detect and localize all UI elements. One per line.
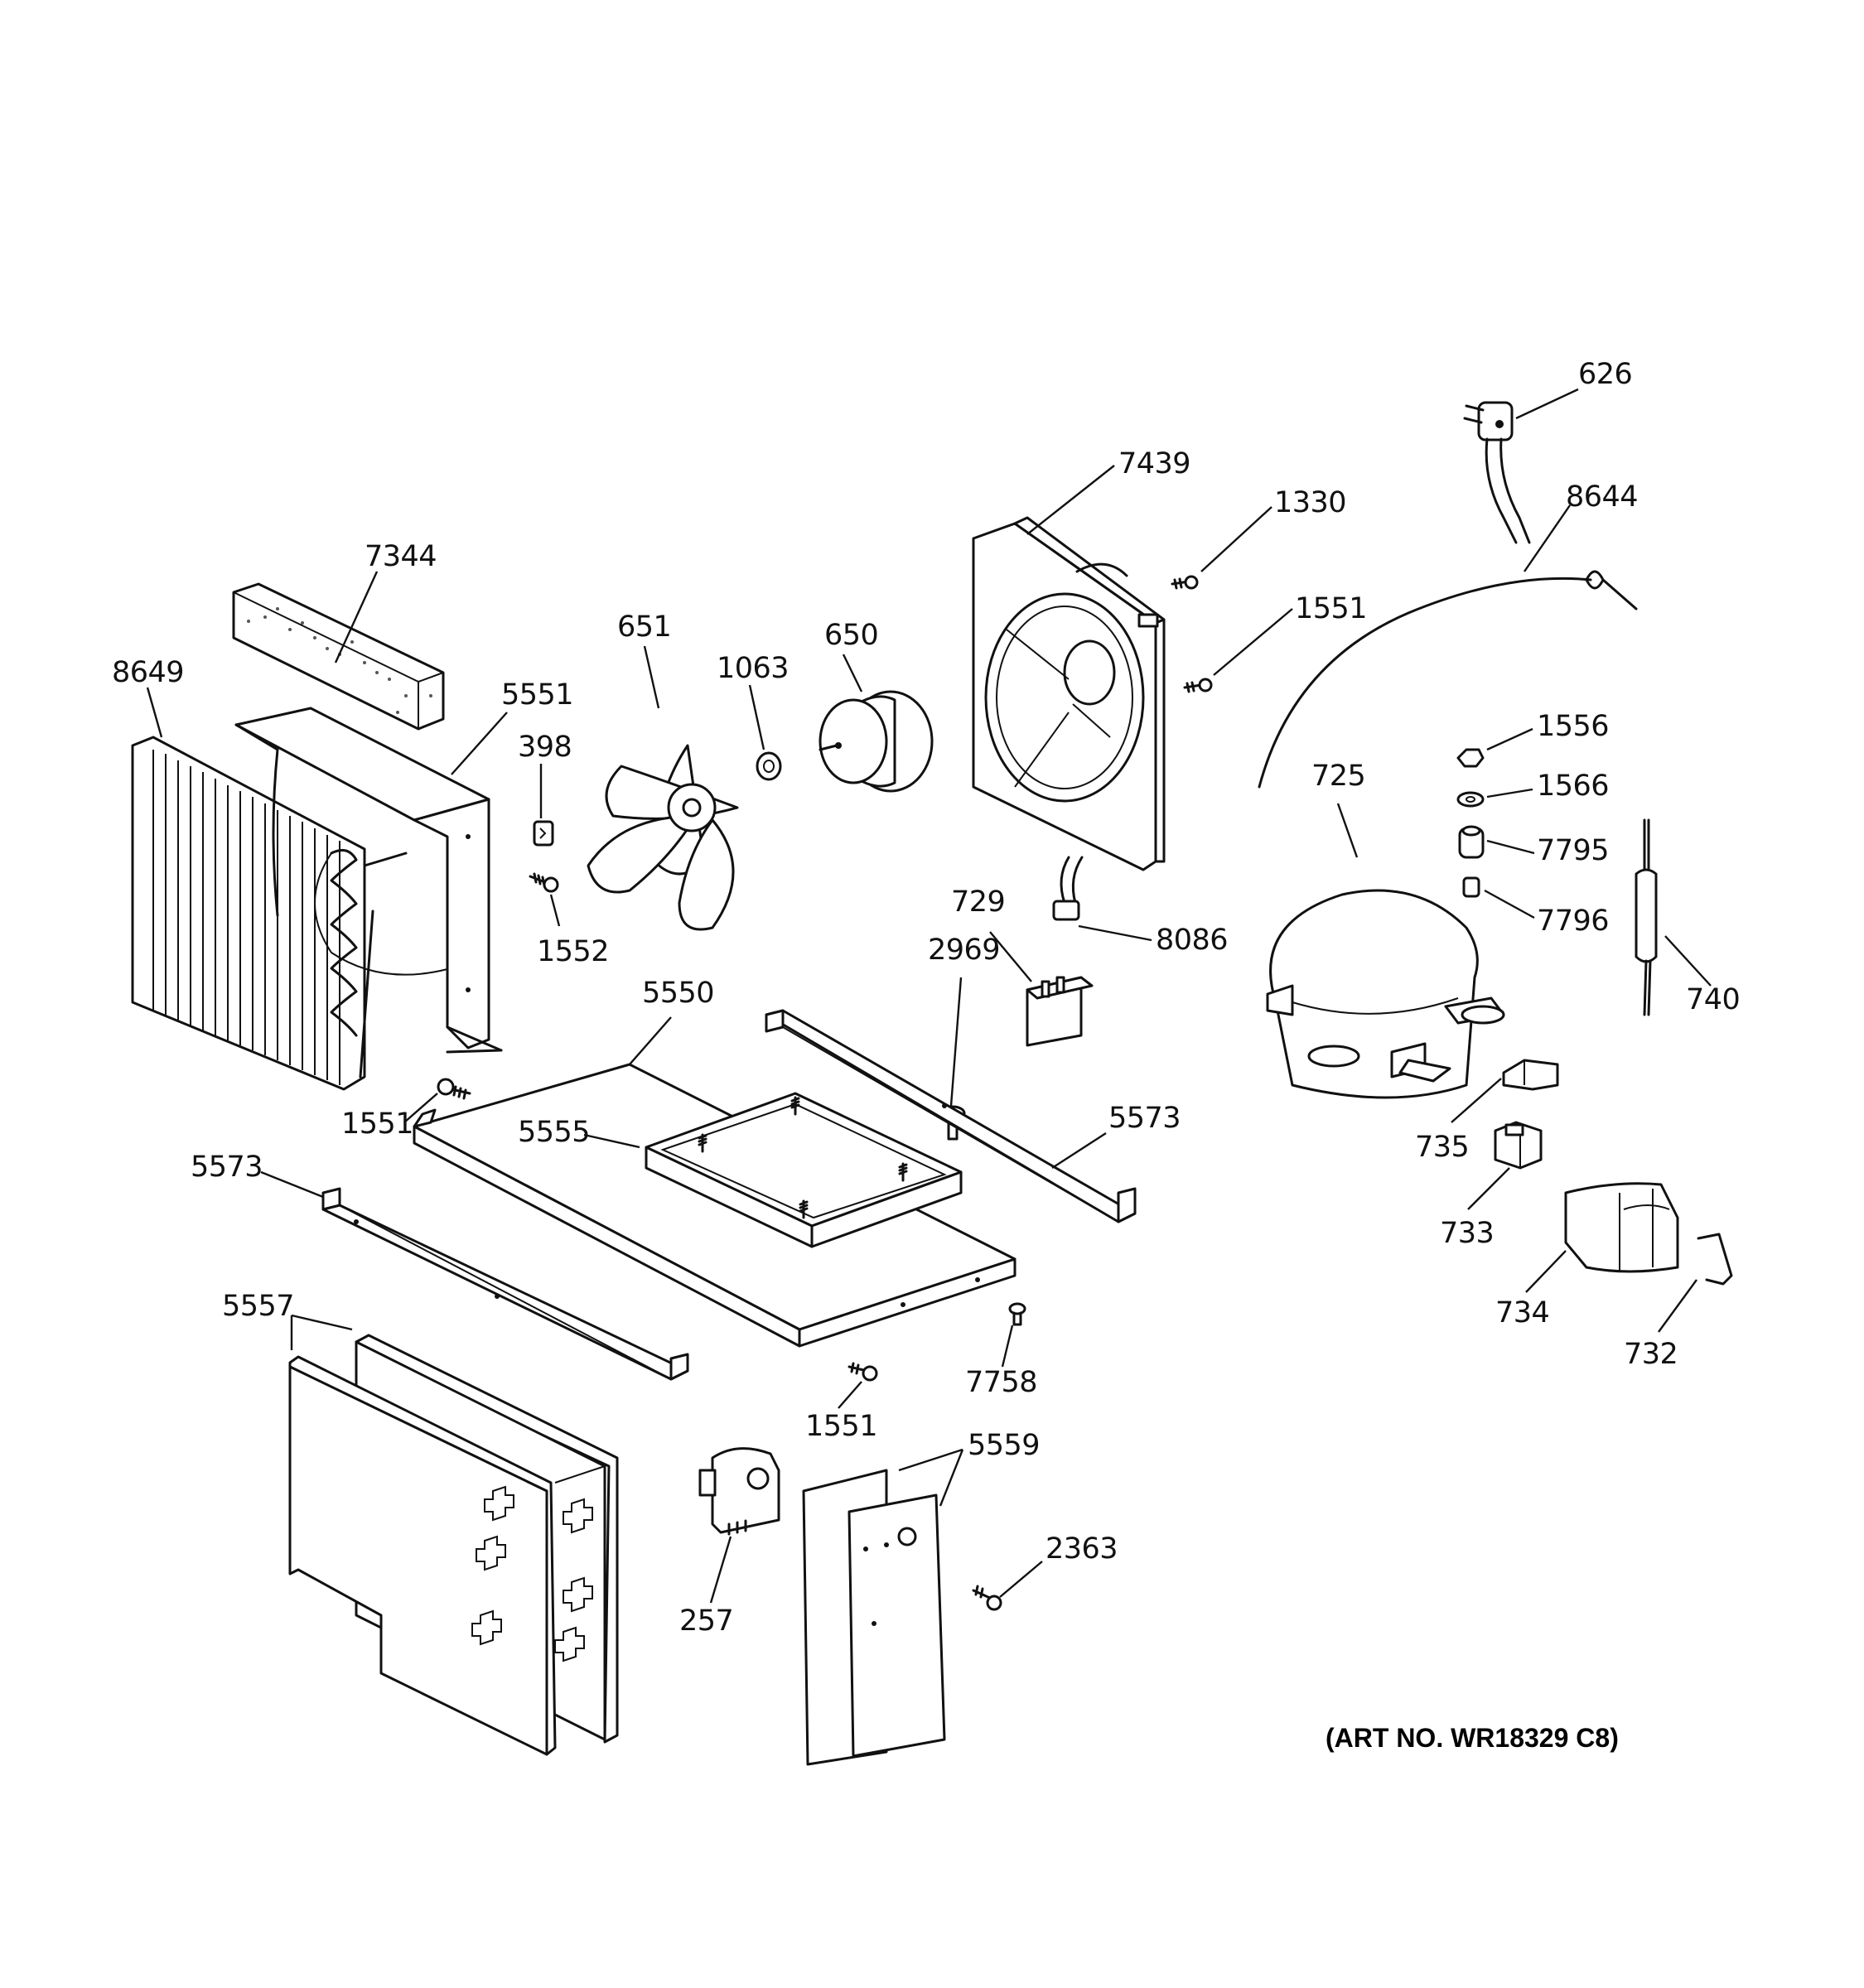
callout-8644: 8644 [1566,480,1639,514]
tray-5555 [645,1092,963,1248]
shroud-5551 [234,707,503,1054]
callout-1551-left: 1551 [341,1107,414,1141]
grommet-7795 [1458,825,1485,859]
rail-5573-left [321,1187,689,1381]
tube-8644 [1258,570,1638,789]
fan-bracket-7439 [972,516,1166,871]
clip-398 [533,820,554,847]
callout-2969: 2969 [928,934,1001,967]
screw-2363 [972,1585,1002,1611]
art-number: (ART NO. WR18329 C8) [1326,1723,1619,1753]
panel-5557 [288,1334,619,1756]
callout-650: 650 [824,619,879,652]
callout-1551-fan: 1551 [1295,592,1368,625]
callout-7796: 7796 [1537,905,1610,938]
callout-1566: 1566 [1537,770,1610,803]
callout-1556: 1556 [1537,710,1610,743]
callout-1552: 1552 [537,935,610,968]
callout-257: 257 [679,1604,734,1638]
start-device-734 [1564,1182,1679,1273]
screw-1330 [1171,575,1199,590]
callout-2363: 2363 [1045,1532,1118,1566]
relay-729 [1026,976,1094,1047]
fan-blade-651 [587,744,739,931]
harness-8086 [1052,856,1084,921]
callout-7344: 7344 [365,540,437,573]
callout-7439: 7439 [1118,447,1191,480]
fan-motor-650 [819,690,934,793]
nut-1556 [1456,748,1485,768]
callout-8649: 8649 [112,656,185,689]
leader-lines [146,388,1712,1604]
timer-257 [698,1447,780,1536]
compressor-725 [1266,889,1505,1099]
callout-5551: 5551 [501,678,574,712]
drier-740 [1635,818,1658,1016]
callout-734: 734 [1495,1296,1550,1329]
callout-5555: 5555 [518,1116,591,1149]
power-cord-626 [1463,401,1531,544]
screw-1552 [529,872,559,893]
screw-1551-fan [1183,678,1213,693]
wire-732 [1697,1233,1733,1286]
callout-5557: 5557 [222,1290,295,1323]
callout-8086: 8086 [1156,924,1229,957]
panel-5559 [802,1469,946,1766]
cover-735 [1502,1059,1559,1091]
callout-5573-left: 5573 [191,1151,263,1184]
overload-733 [1494,1121,1543,1170]
rail-5573-right [765,1009,1137,1223]
callout-7758: 7758 [965,1366,1038,1399]
screw-7758 [1008,1302,1026,1326]
callout-733: 733 [1440,1217,1495,1250]
callout-732: 732 [1624,1338,1678,1371]
screw-1551-bottom [847,1362,878,1382]
callout-729: 729 [951,885,1006,919]
callout-5559: 5559 [968,1429,1041,1462]
callout-398: 398 [518,731,572,764]
callout-725: 725 [1311,760,1366,793]
callout-1330: 1330 [1274,486,1347,519]
callout-735: 735 [1415,1131,1470,1164]
sleeve-7796 [1462,876,1480,898]
callout-1551-bottom: 1551 [805,1410,878,1443]
retainer-1063 [756,751,782,781]
callout-626: 626 [1578,358,1633,391]
callout-651: 651 [617,610,672,644]
callout-740: 740 [1686,983,1741,1016]
callout-5573-right: 5573 [1108,1102,1181,1135]
callout-1063: 1063 [717,652,790,685]
condenser-8649 [131,736,408,1091]
callout-7795: 7795 [1537,834,1610,867]
callout-5550: 5550 [642,977,715,1010]
washer-1566 [1456,791,1485,808]
screw-1551-left [437,1078,471,1100]
